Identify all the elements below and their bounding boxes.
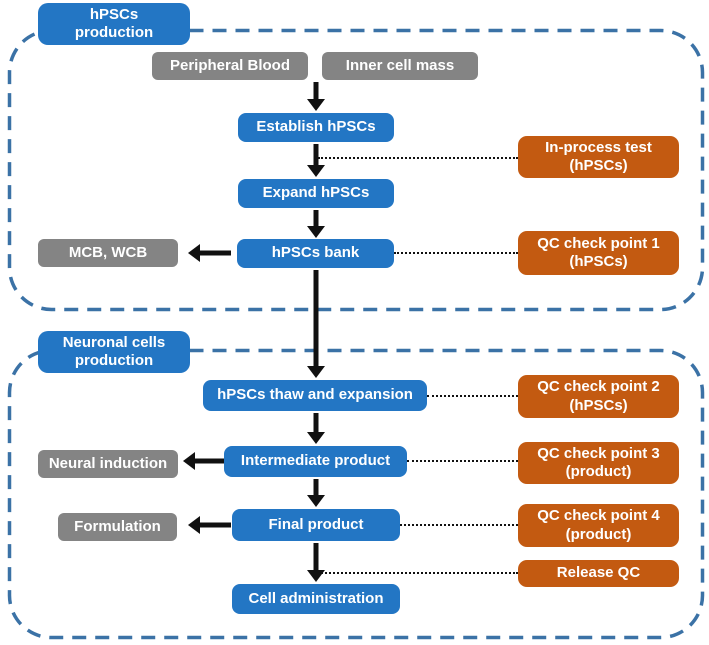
arrow-left-icon (183, 452, 224, 470)
arrow-left-icon (188, 244, 231, 262)
node-qc-check-point-2: QC check point 2 (hPSCs) (518, 375, 679, 418)
node-release-qc: Release QC (518, 560, 679, 587)
node-qc-check-point-2-label: QC check point 2 (hPSCs) (537, 378, 660, 414)
node-qc-check-point-1-label: QC check point 1 (hPSCs) (537, 234, 660, 270)
node-qc-check-point-4-label: QC check point 4 (product) (537, 507, 660, 543)
arrow-down-icon (307, 270, 325, 378)
node-in-process-test-label: In-process test (hPSCs) (545, 138, 652, 174)
node-intermediate-product-label: Intermediate product (240, 452, 391, 470)
node-qc-check-point-3-label: QC check point 3 (product) (537, 444, 660, 480)
node-qc-check-point-3: QC check point 3 (product) (518, 442, 679, 484)
node-peripheral-blood: Peripheral Blood (152, 52, 308, 80)
node-inner-cell-mass-label: Inner cell mass (345, 56, 455, 74)
hpscs-section-border (7, 28, 705, 312)
arrow-down-icon (307, 543, 325, 582)
node-neural-induction-label: Neural induction (48, 454, 168, 472)
arrow-down-icon (307, 144, 325, 177)
arrow-down-icon (307, 210, 325, 238)
node-establish-hpscs-label: Establish hPSCs (256, 118, 376, 136)
arrow-left-icon (188, 516, 231, 534)
node-cell-administration-label: Cell administration (248, 589, 384, 607)
node-in-process-test: In-process test (hPSCs) (518, 136, 679, 178)
tab-neuronal-cells-production: Neuronal cells production (38, 331, 190, 373)
tab-hpscs-production: hPSCs production (38, 3, 190, 45)
dotted-connector (318, 572, 518, 574)
node-mcb-wcb-label: MCB, WCB (68, 243, 148, 261)
node-mcb-wcb: MCB, WCB (38, 239, 178, 267)
dotted-connector (407, 460, 518, 462)
dotted-connector (427, 395, 518, 397)
node-peripheral-blood-label: Peripheral Blood (169, 56, 291, 74)
node-formulation-label: Formulation (74, 517, 161, 535)
node-hpscs-thaw-and-expansion: hPSCs thaw and expansion (203, 380, 427, 411)
arrow-down-icon (307, 479, 325, 507)
arrow-down-icon (307, 82, 325, 111)
node-inner-cell-mass: Inner cell mass (322, 52, 478, 80)
dotted-connector (400, 524, 518, 526)
node-hpscs-thaw-and-expansion-label: hPSCs thaw and expansion (217, 386, 413, 404)
node-hpscs-bank-label: hPSCs bank (271, 244, 360, 262)
dotted-connector (394, 252, 518, 254)
node-neural-induction: Neural induction (38, 450, 178, 478)
node-establish-hpscs: Establish hPSCs (238, 113, 394, 142)
neuronal-section-border (7, 348, 705, 640)
node-expand-hpscs-label: Expand hPSCs (262, 184, 370, 202)
node-final-product-label: Final product (268, 515, 364, 533)
node-final-product: Final product (232, 509, 400, 541)
dotted-connector (318, 157, 518, 159)
node-qc-check-point-1: QC check point 1 (hPSCs) (518, 231, 679, 275)
node-release-qc-label: Release QC (556, 564, 641, 582)
tab-neuronal-cells-production-label: Neuronal cells production (62, 333, 166, 369)
node-expand-hpscs: Expand hPSCs (238, 179, 394, 208)
arrow-down-icon (307, 413, 325, 444)
node-hpscs-bank: hPSCs bank (237, 239, 394, 268)
node-formulation: Formulation (58, 513, 177, 541)
node-intermediate-product: Intermediate product (224, 446, 407, 477)
tab-hpscs-production-label: hPSCs production (74, 5, 154, 41)
node-qc-check-point-4: QC check point 4 (product) (518, 504, 679, 547)
node-cell-administration: Cell administration (232, 584, 400, 614)
